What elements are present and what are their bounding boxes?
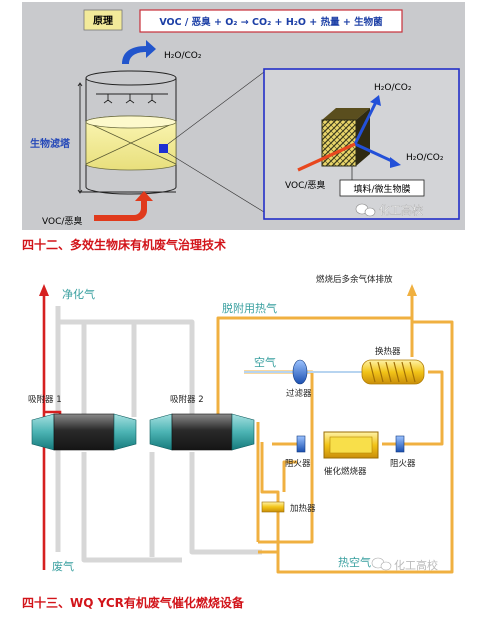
heat-exchanger-label: 换热器 bbox=[375, 346, 401, 357]
exhaust-label: 燃烧后多余气体排放 bbox=[316, 274, 393, 285]
hot-air-label: 热空气 bbox=[338, 555, 371, 569]
watermark-wechat-icon bbox=[371, 557, 392, 571]
tower-bracket bbox=[77, 82, 83, 194]
filter-label: 过滤器 bbox=[286, 388, 312, 399]
caption-biofilter: 四十二、多效生物床有机废气治理技术 bbox=[22, 238, 227, 252]
arrow-right-head bbox=[390, 157, 401, 168]
watermark-text: 化工高校 bbox=[379, 203, 423, 217]
catalytic-burner-icon bbox=[323, 431, 379, 459]
watermark-text: 化工高校 bbox=[394, 558, 438, 572]
exhaust-arrow-icon bbox=[407, 284, 417, 296]
desorb-hot-gas-label: 脱附用热气 bbox=[222, 301, 277, 315]
adsorber-1-label: 吸附器 1 bbox=[28, 394, 62, 405]
heat-exchanger-icon bbox=[361, 359, 425, 385]
equation-box bbox=[139, 9, 403, 33]
detail-gas-up-label: H₂O/CO₂ bbox=[374, 83, 412, 93]
media-label-box bbox=[339, 179, 425, 197]
flame-arrester-left-icon bbox=[296, 435, 306, 453]
detail-voc-label: VOC/恶臭 bbox=[285, 179, 325, 191]
detail-marker bbox=[159, 144, 168, 153]
flame-arrester-right-icon bbox=[395, 435, 405, 453]
biofilter-diagram: 原理 VOC / 恶臭 + O₂ → CO₂ + H₂O + 热量 + 生物菌 … bbox=[22, 2, 465, 230]
arrow-up-head bbox=[370, 95, 381, 106]
tower-outlet-gas-label: H₂O/CO₂ bbox=[164, 51, 202, 61]
adsorber-2 bbox=[149, 413, 255, 451]
biofilter-tower bbox=[85, 70, 177, 195]
clean-gas-label: 净化气 bbox=[62, 287, 95, 301]
media-label: 填料/微生物膜 bbox=[353, 183, 410, 195]
voc-incoming-line bbox=[297, 142, 356, 172]
media-block bbox=[321, 108, 370, 167]
tower-label: 生物滤塔 bbox=[30, 137, 71, 150]
waste-gas-label: 废气 bbox=[52, 559, 74, 573]
inlet-label: VOC/恶臭 bbox=[42, 215, 82, 227]
clean-gas-arrow-icon bbox=[39, 284, 49, 296]
filter-icon bbox=[292, 359, 308, 385]
air-label: 空气 bbox=[254, 355, 276, 369]
inlet-red-arrow bbox=[94, 191, 153, 221]
heater-label: 加热器 bbox=[290, 503, 316, 514]
exhaust-up-arrow bbox=[122, 40, 156, 64]
heater-icon bbox=[261, 501, 285, 513]
flame-arrester-right-label: 阻火器 bbox=[390, 459, 416, 469]
principle-label-box bbox=[83, 9, 123, 31]
adsorber-2-label: 吸附器 2 bbox=[170, 394, 204, 405]
catalytic-burner-label: 催化燃烧器 bbox=[324, 466, 367, 477]
principle-label: 原理 bbox=[93, 15, 113, 27]
reaction-equation: VOC / 恶臭 + O₂ → CO₂ + H₂O + 热量 + 生物菌 bbox=[159, 16, 383, 28]
catalytic-combustion-diagram: 吸附器 1 吸附器 2 过滤器 换热器 阻火器 阻火器 催化燃烧器 加热器 净化… bbox=[28, 274, 454, 574]
adsorber-1 bbox=[31, 413, 137, 451]
gray-pipes bbox=[55, 306, 262, 563]
detail-gas-right-label: H₂O/CO₂ bbox=[406, 153, 444, 163]
watermark-wechat-icon bbox=[355, 203, 376, 217]
flame-arrester-left-label: 阻火器 bbox=[285, 459, 311, 469]
caption-catalytic-combustion: 四十三、WQ YCR有机废气催化燃烧设备 bbox=[22, 596, 244, 610]
